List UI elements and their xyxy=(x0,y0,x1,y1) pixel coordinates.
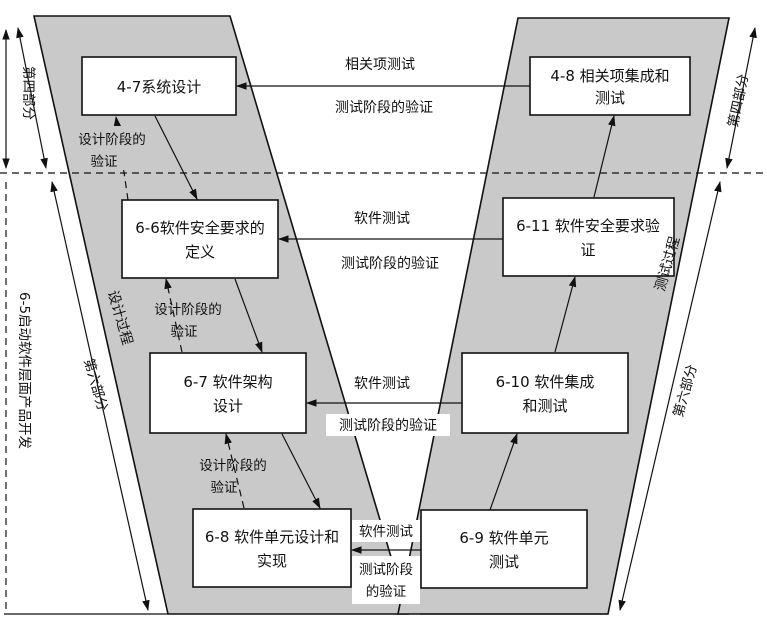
software-test-label-3: 软件测试 xyxy=(359,524,413,540)
part6-left-label: 第六部分 xyxy=(80,356,111,413)
box-4-7 xyxy=(81,56,237,116)
design-verify-label-3a: 设计阶段的 xyxy=(199,458,267,474)
verify-label-3: 测试阶段的验证 xyxy=(339,418,437,434)
design-verify-label-1a: 设计阶段的 xyxy=(78,132,146,148)
left-part4-slanted xyxy=(16,26,48,170)
verify-label-3-bg xyxy=(326,414,450,436)
start-dev-label: 6-5启动软件层面产品开发 xyxy=(16,292,32,450)
box-4-8-label-1: 4-8 相关项集成和 xyxy=(550,67,669,85)
arrow-design-down-2 xyxy=(234,278,263,354)
design-verify-label-2a: 设计阶段的 xyxy=(154,302,222,318)
design-verify-label-1b: 验证 xyxy=(91,154,118,170)
right-part4-slanted xyxy=(725,26,757,170)
related-test-label: 相关项测试 xyxy=(345,57,415,73)
design-verify-label-3b: 验证 xyxy=(211,480,238,496)
box-6-7-label-1: 6-7 软件架构 xyxy=(183,373,272,391)
box-6-10-label-1: 6-10 软件集成 xyxy=(496,373,595,391)
box-6-9-label-1: 6-9 软件单元 xyxy=(459,529,548,547)
arrow-design-down-3 xyxy=(281,433,321,509)
box-6-10 xyxy=(461,352,629,434)
arrow-test-up-1 xyxy=(489,432,518,511)
box-6-10-label-2: 和测试 xyxy=(522,397,567,415)
arrow-design-verify-3 xyxy=(224,432,245,509)
software-test-label-2: 软件测试 xyxy=(354,376,410,392)
software-test-3-bg xyxy=(352,520,420,542)
box-6-11-label-2: 证 xyxy=(580,241,595,259)
design-verify-1-bg xyxy=(70,126,156,170)
box-4-8 xyxy=(529,56,691,116)
box-6-6-label-2: 定义 xyxy=(185,243,215,261)
box-6-9-label-2: 测试 xyxy=(489,553,519,571)
box-6-6 xyxy=(121,199,279,279)
verify-label-2: 测试阶段的验证 xyxy=(341,256,439,272)
box-6-8-label-1: 6-8 软件单元设计和 xyxy=(205,528,339,546)
part4-left-label: 第四部分 xyxy=(20,66,37,120)
box-6-11-label-1: 6-11 软件安全要求验 xyxy=(516,217,660,235)
verify-label-1: 测试阶段的验证 xyxy=(335,100,433,116)
verify-label-4-1: 测试阶段 xyxy=(359,562,413,578)
arrow-test-up-3 xyxy=(593,114,616,198)
box-6-11 xyxy=(502,197,675,277)
design-verify-label-2b: 验证 xyxy=(171,324,198,340)
box-6-8 xyxy=(192,508,352,588)
arrow-design-verify-2 xyxy=(164,277,183,353)
box-6-8-label-2: 实现 xyxy=(257,552,287,570)
box-4-8-label-2: 测试 xyxy=(595,89,625,107)
software-test-label-1: 软件测试 xyxy=(354,211,410,227)
left-part6-slanted xyxy=(50,180,150,612)
box-4-7-label: 4-7系统设计 xyxy=(117,78,202,96)
arrow-test-up-2 xyxy=(554,275,577,353)
part4-right-label: 第四部分 xyxy=(724,72,752,128)
box-6-6-label-1: 6-6软件安全要求的 xyxy=(135,219,265,237)
box-6-7 xyxy=(149,352,307,434)
verify-label-4-bg xyxy=(352,556,420,604)
right-part6-slanted xyxy=(618,180,722,612)
box-6-9 xyxy=(420,509,588,589)
box-6-7-label-2: 设计 xyxy=(213,397,243,415)
verify-label-4-2: 的验证 xyxy=(366,584,407,600)
arrow-design-down-1 xyxy=(154,115,198,200)
part6-right-label: 第六部分 xyxy=(670,363,701,420)
